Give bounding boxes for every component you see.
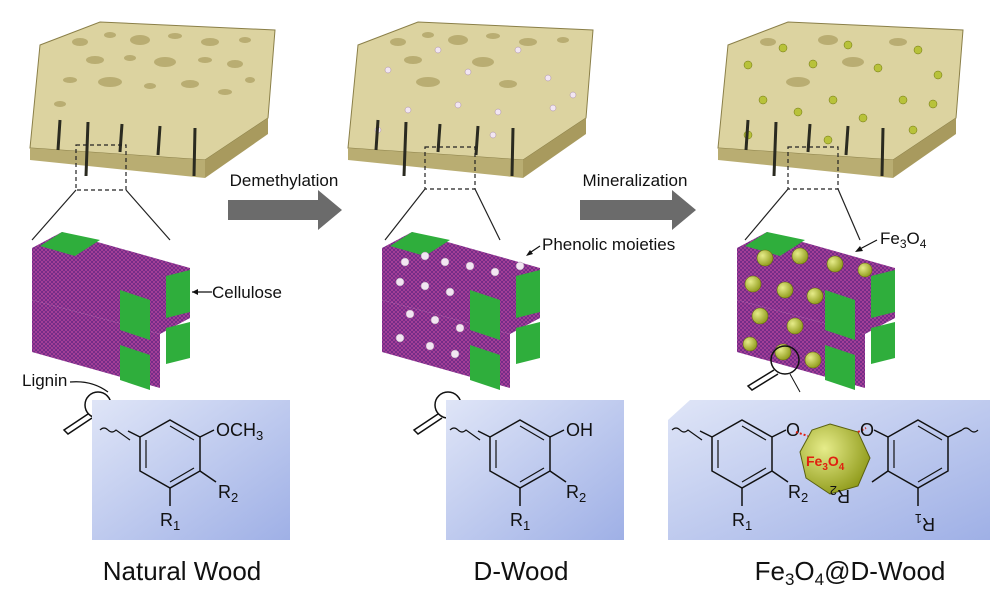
label-phenolic: Phenolic moieties — [526, 235, 675, 256]
wood-block-fe3o4 — [717, 21, 964, 178]
arrow-label-mineralization: Mineralization — [583, 171, 688, 190]
svg-text:R1: R1 — [510, 510, 530, 533]
wood-block-natural — [29, 21, 276, 178]
label-fe3o4: Fe3O4 — [855, 229, 927, 252]
svg-text:R2: R2 — [566, 482, 586, 505]
title-natural-wood: Natural Wood — [103, 556, 262, 586]
svg-text:R1: R1 — [160, 510, 180, 533]
svg-text:OH: OH — [566, 420, 593, 440]
wood-block-dwood — [347, 21, 594, 178]
label-cellulose: Cellulose — [192, 283, 282, 302]
title-fe3o4-d-wood: Fe3O4@D-Wood — [755, 556, 946, 589]
svg-text:O: O — [786, 420, 800, 440]
title-d-wood: D-Wood — [474, 556, 569, 586]
zoom-lines — [31, 144, 861, 241]
chem-panel-natural: OCH3 R2 R1 — [92, 400, 290, 540]
wood-pores-natural — [54, 32, 255, 107]
arrow-mineralization: Mineralization — [580, 171, 696, 230]
label-lignin: Lignin — [22, 371, 109, 393]
svg-text:Cellulose: Cellulose — [212, 283, 282, 302]
svg-text:R1: R1 — [915, 511, 935, 534]
fiber-bundle-fe3o4 — [737, 232, 895, 390]
fe3o4-dots-top — [743, 40, 943, 145]
fiber-bundle-natural — [32, 232, 190, 390]
svg-text:Fe3O4: Fe3O4 — [806, 453, 845, 473]
arrow-label-demethylation: Demethylation — [230, 171, 339, 190]
svg-text:R1: R1 — [732, 510, 752, 533]
chem-panel-fe3o4: O R2 R1 Fe3O4 O R2 R1 — [668, 400, 990, 540]
svg-text:Lignin: Lignin — [22, 371, 67, 390]
svg-text:O: O — [860, 420, 874, 440]
svg-text:Phenolic moieties: Phenolic moieties — [542, 235, 675, 254]
fe3o4-nanoparticle: Fe3O4 — [795, 423, 871, 495]
chem-panel-dwood: OH R2 R1 — [446, 400, 624, 540]
svg-text:R2: R2 — [830, 483, 850, 506]
svg-text:Fe3O4: Fe3O4 — [880, 229, 927, 251]
svg-text:R2: R2 — [218, 482, 238, 505]
svg-text:OCH3: OCH3 — [216, 420, 263, 443]
svg-text:R2: R2 — [788, 482, 808, 505]
arrow-demethylation: Demethylation — [228, 171, 342, 230]
fiber-bundle-dwood — [382, 232, 540, 390]
magnifier-icon-fe3o4 — [746, 345, 801, 393]
